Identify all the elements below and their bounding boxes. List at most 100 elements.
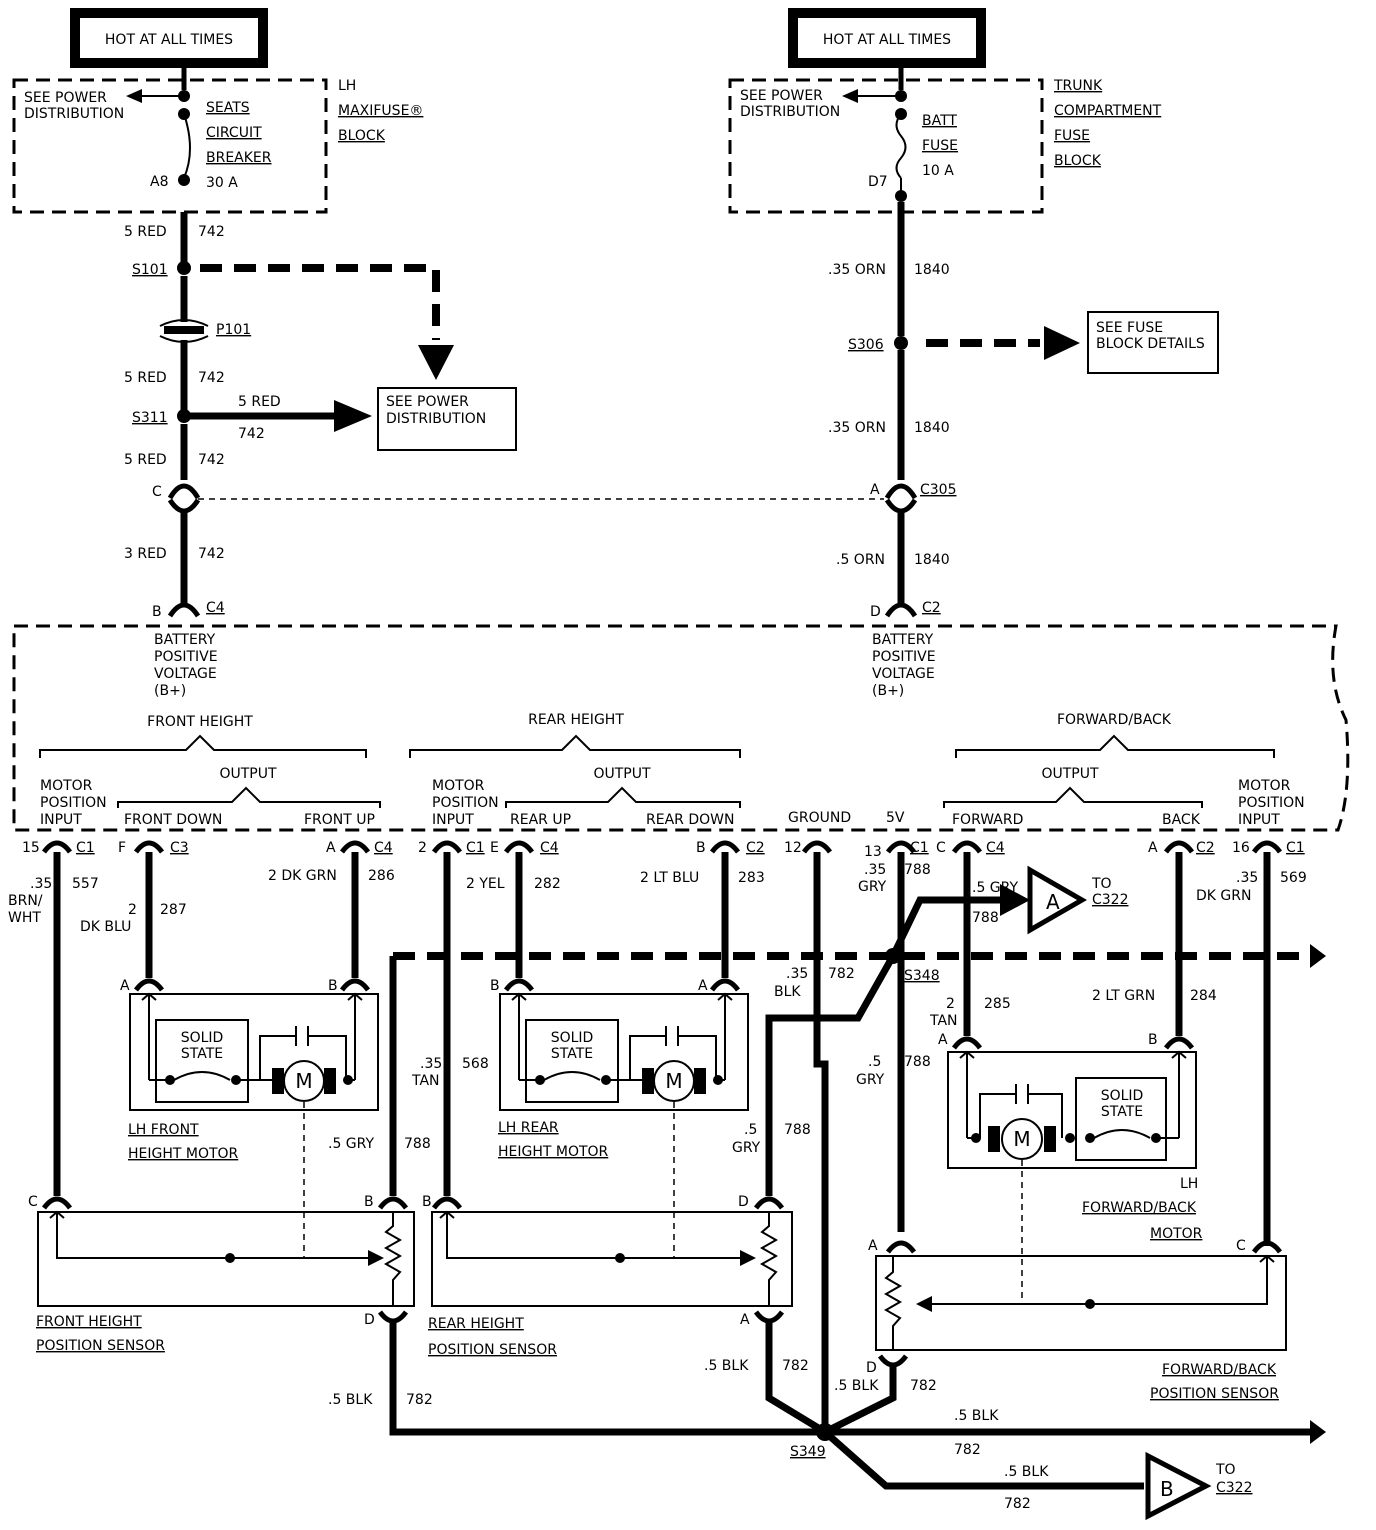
wire-label: 2 bbox=[946, 996, 955, 1012]
wire-label: GRY bbox=[732, 1140, 761, 1156]
pin-a: A bbox=[938, 1032, 948, 1048]
sensor-name: POSITION SENSOR bbox=[1150, 1386, 1279, 1402]
splice-s101: S101 bbox=[132, 262, 168, 278]
bplus-label: BATTERY bbox=[154, 632, 216, 648]
connector-c4: C4 bbox=[986, 840, 1005, 856]
connector-c2: C2 bbox=[746, 840, 765, 856]
pin-c: C bbox=[1236, 1238, 1246, 1254]
wire-label: 2 bbox=[128, 902, 137, 918]
wire-label: .5 BLK bbox=[328, 1392, 373, 1408]
front-up-label: FRONT UP bbox=[304, 812, 375, 828]
left-feed-circuit: 5 RED 742 S101 P101 5 RED 742 S311 5 RED… bbox=[124, 212, 884, 699]
pin-2: 2 bbox=[418, 840, 427, 856]
wire-label: .35 bbox=[1236, 870, 1258, 886]
see-power-box-label: DISTRIBUTION bbox=[386, 411, 486, 427]
pin-a: A bbox=[870, 482, 880, 498]
pin-f: F bbox=[118, 840, 126, 856]
front-height-label: FRONT HEIGHT bbox=[147, 714, 253, 730]
splice-s311: S311 bbox=[132, 410, 168, 426]
pin-b: B bbox=[1148, 1032, 1158, 1048]
lh-rear-height-motor: B A SOLID STATE M LH REAR HEIGHT MOTOR bbox=[490, 978, 749, 1258]
wire-label: GRY bbox=[856, 1072, 885, 1088]
wire-number: 788 bbox=[404, 1136, 431, 1152]
harness-wires: .35 BRN/ WHT 557 2 DK BLU 287 2 DK GRN 2… bbox=[8, 852, 1326, 1512]
trunk-fuse-block: SEE POWER DISTRIBUTION D7 BATT FUSE 10 A… bbox=[728, 68, 1162, 214]
connector-b-letter: B bbox=[1160, 1477, 1174, 1501]
motor-pos-label: INPUT bbox=[40, 812, 82, 828]
to-label: TO bbox=[1215, 1462, 1236, 1478]
see-fuse-label: SEE FUSE bbox=[1096, 320, 1163, 336]
module-pins: 15 C1 F C3 A C4 2 C1 E C4 B C2 12 13 C1 … bbox=[22, 840, 1305, 860]
rear-up-label: REAR UP bbox=[510, 812, 571, 828]
lh-forward-back-motor: A B M SOLID STATE LH FORWARD/BACK MOTOR bbox=[938, 1032, 1203, 1304]
pin-a8: A8 bbox=[150, 174, 168, 190]
wire-label: .35 ORN bbox=[828, 262, 886, 278]
bplus-label: VOLTAGE bbox=[872, 666, 935, 682]
forward-label: FORWARD bbox=[952, 812, 1023, 828]
block-label: COMPARTMENT bbox=[1054, 103, 1162, 119]
bplus-label: BATTERY bbox=[872, 632, 934, 648]
wire-number: 1840 bbox=[914, 262, 950, 278]
wire-label: .35 bbox=[30, 876, 52, 892]
rear-height-position-sensor: B D A REAR HEIGHT POSITION SENSOR bbox=[422, 1194, 793, 1358]
wire-label: DK GRN bbox=[1196, 888, 1251, 904]
pin-c: C bbox=[28, 1194, 38, 1210]
wire-number: 557 bbox=[72, 876, 99, 892]
wire-label: DK BLU bbox=[80, 919, 131, 935]
pin-d: D bbox=[866, 1360, 877, 1376]
wire-number: 788 bbox=[972, 910, 999, 926]
motor-pos-label: POSITION bbox=[432, 795, 499, 811]
wire-number: 788 bbox=[784, 1122, 811, 1138]
pin-d: D bbox=[870, 604, 881, 620]
wire-number: 782 bbox=[1004, 1496, 1031, 1512]
see-power-box-label: SEE POWER bbox=[386, 394, 469, 410]
rear-down-label: REAR DOWN bbox=[646, 812, 734, 828]
wire-label: .5 GRY bbox=[972, 880, 1018, 896]
wire-number: 742 bbox=[198, 546, 225, 562]
pin-a: A bbox=[1148, 840, 1158, 856]
wire-number: 286 bbox=[368, 868, 395, 884]
forward-back-label: FORWARD/BACK bbox=[1057, 712, 1172, 728]
sensor-name: POSITION SENSOR bbox=[428, 1342, 557, 1358]
pin-b: B bbox=[328, 978, 338, 994]
pin-b: B bbox=[490, 978, 500, 994]
wire-number: 569 bbox=[1280, 870, 1307, 886]
motor-pos-label: INPUT bbox=[432, 812, 474, 828]
connector-p101: P101 bbox=[216, 322, 251, 338]
right-feed-circuit: .35 ORN 1840 S306 SEE FUSE BLOCK DETAILS… bbox=[828, 202, 1219, 699]
connector-c305: C305 bbox=[920, 482, 957, 498]
fuse-label: BATT bbox=[922, 113, 957, 129]
wire-label: 2 YEL bbox=[466, 876, 505, 892]
pin-d: D bbox=[738, 1194, 749, 1210]
wire-number: 1840 bbox=[914, 552, 950, 568]
pin-b: B bbox=[696, 840, 706, 856]
connector-c1: C1 bbox=[76, 840, 95, 856]
pin-a: A bbox=[698, 978, 708, 994]
fivev-label: 5V bbox=[886, 810, 905, 826]
wire-label: 5 RED bbox=[124, 370, 167, 386]
motor-name: FORWARD/BACK bbox=[1082, 1200, 1197, 1216]
wire-number: 742 bbox=[198, 370, 225, 386]
motor-symbol: M bbox=[1013, 1127, 1030, 1151]
block-label: BLOCK bbox=[338, 128, 386, 144]
wire-number: 782 bbox=[782, 1358, 809, 1374]
motor-name: MOTOR bbox=[1150, 1226, 1203, 1242]
bplus-label: POSITIVE bbox=[154, 649, 218, 665]
bplus-label: VOLTAGE bbox=[154, 666, 217, 682]
output-label: OUTPUT bbox=[593, 766, 651, 782]
wire-label: BLK bbox=[774, 984, 801, 1000]
splice-s348: S348 bbox=[904, 968, 940, 984]
pin-15: 15 bbox=[22, 840, 40, 856]
forward-back-position-sensor: A C D FORWARD/BACK POSITION SENSOR bbox=[866, 1238, 1287, 1402]
pin-12: 12 bbox=[784, 840, 802, 856]
bplus-label: (B+) bbox=[154, 683, 186, 699]
hot-right-label: HOT AT ALL TIMES bbox=[823, 32, 951, 48]
solid-state-label: SOLID bbox=[1101, 1088, 1144, 1104]
breaker-label: CIRCUIT bbox=[206, 125, 262, 141]
connector-c2: C2 bbox=[1196, 840, 1215, 856]
wire-number: 788 bbox=[904, 1054, 931, 1070]
motor-name: LH bbox=[1180, 1176, 1198, 1192]
see-power-label: DISTRIBUTION bbox=[24, 106, 124, 122]
connector-b-to-c322: B TO C322 bbox=[1145, 1451, 1253, 1521]
block-label: TRUNK bbox=[1053, 78, 1103, 94]
